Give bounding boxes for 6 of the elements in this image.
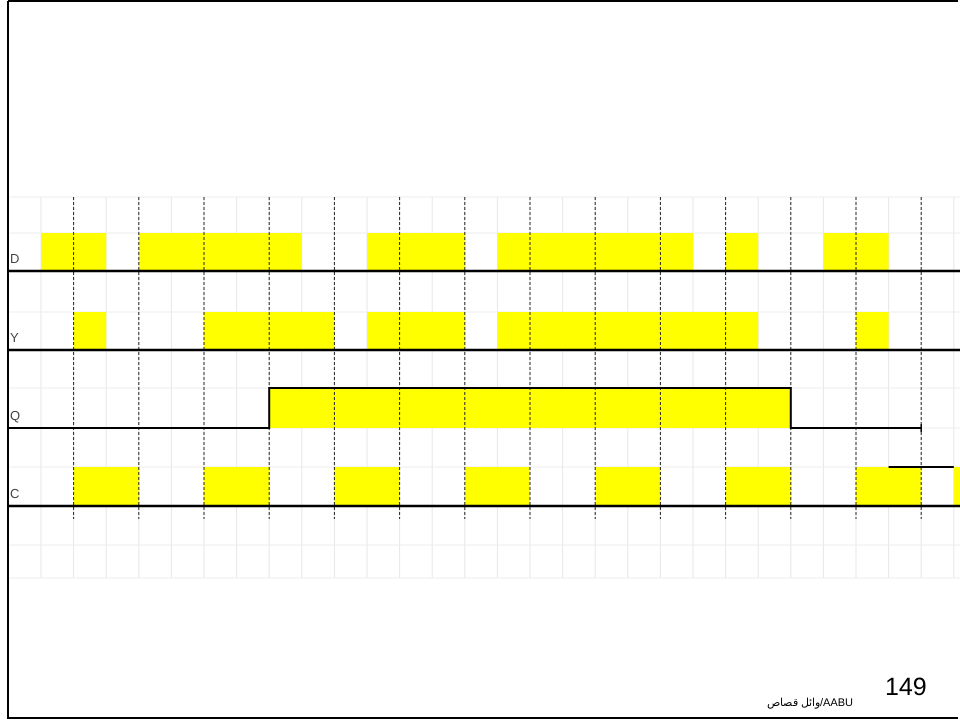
signal-label: Q [10, 409, 20, 422]
page-number: 149 [885, 675, 927, 700]
signal-label: Y [10, 331, 19, 344]
footer-text: AABU/وائل قصاص [766, 698, 853, 709]
signal-label: C [10, 487, 20, 500]
signal-label: D [10, 252, 20, 265]
